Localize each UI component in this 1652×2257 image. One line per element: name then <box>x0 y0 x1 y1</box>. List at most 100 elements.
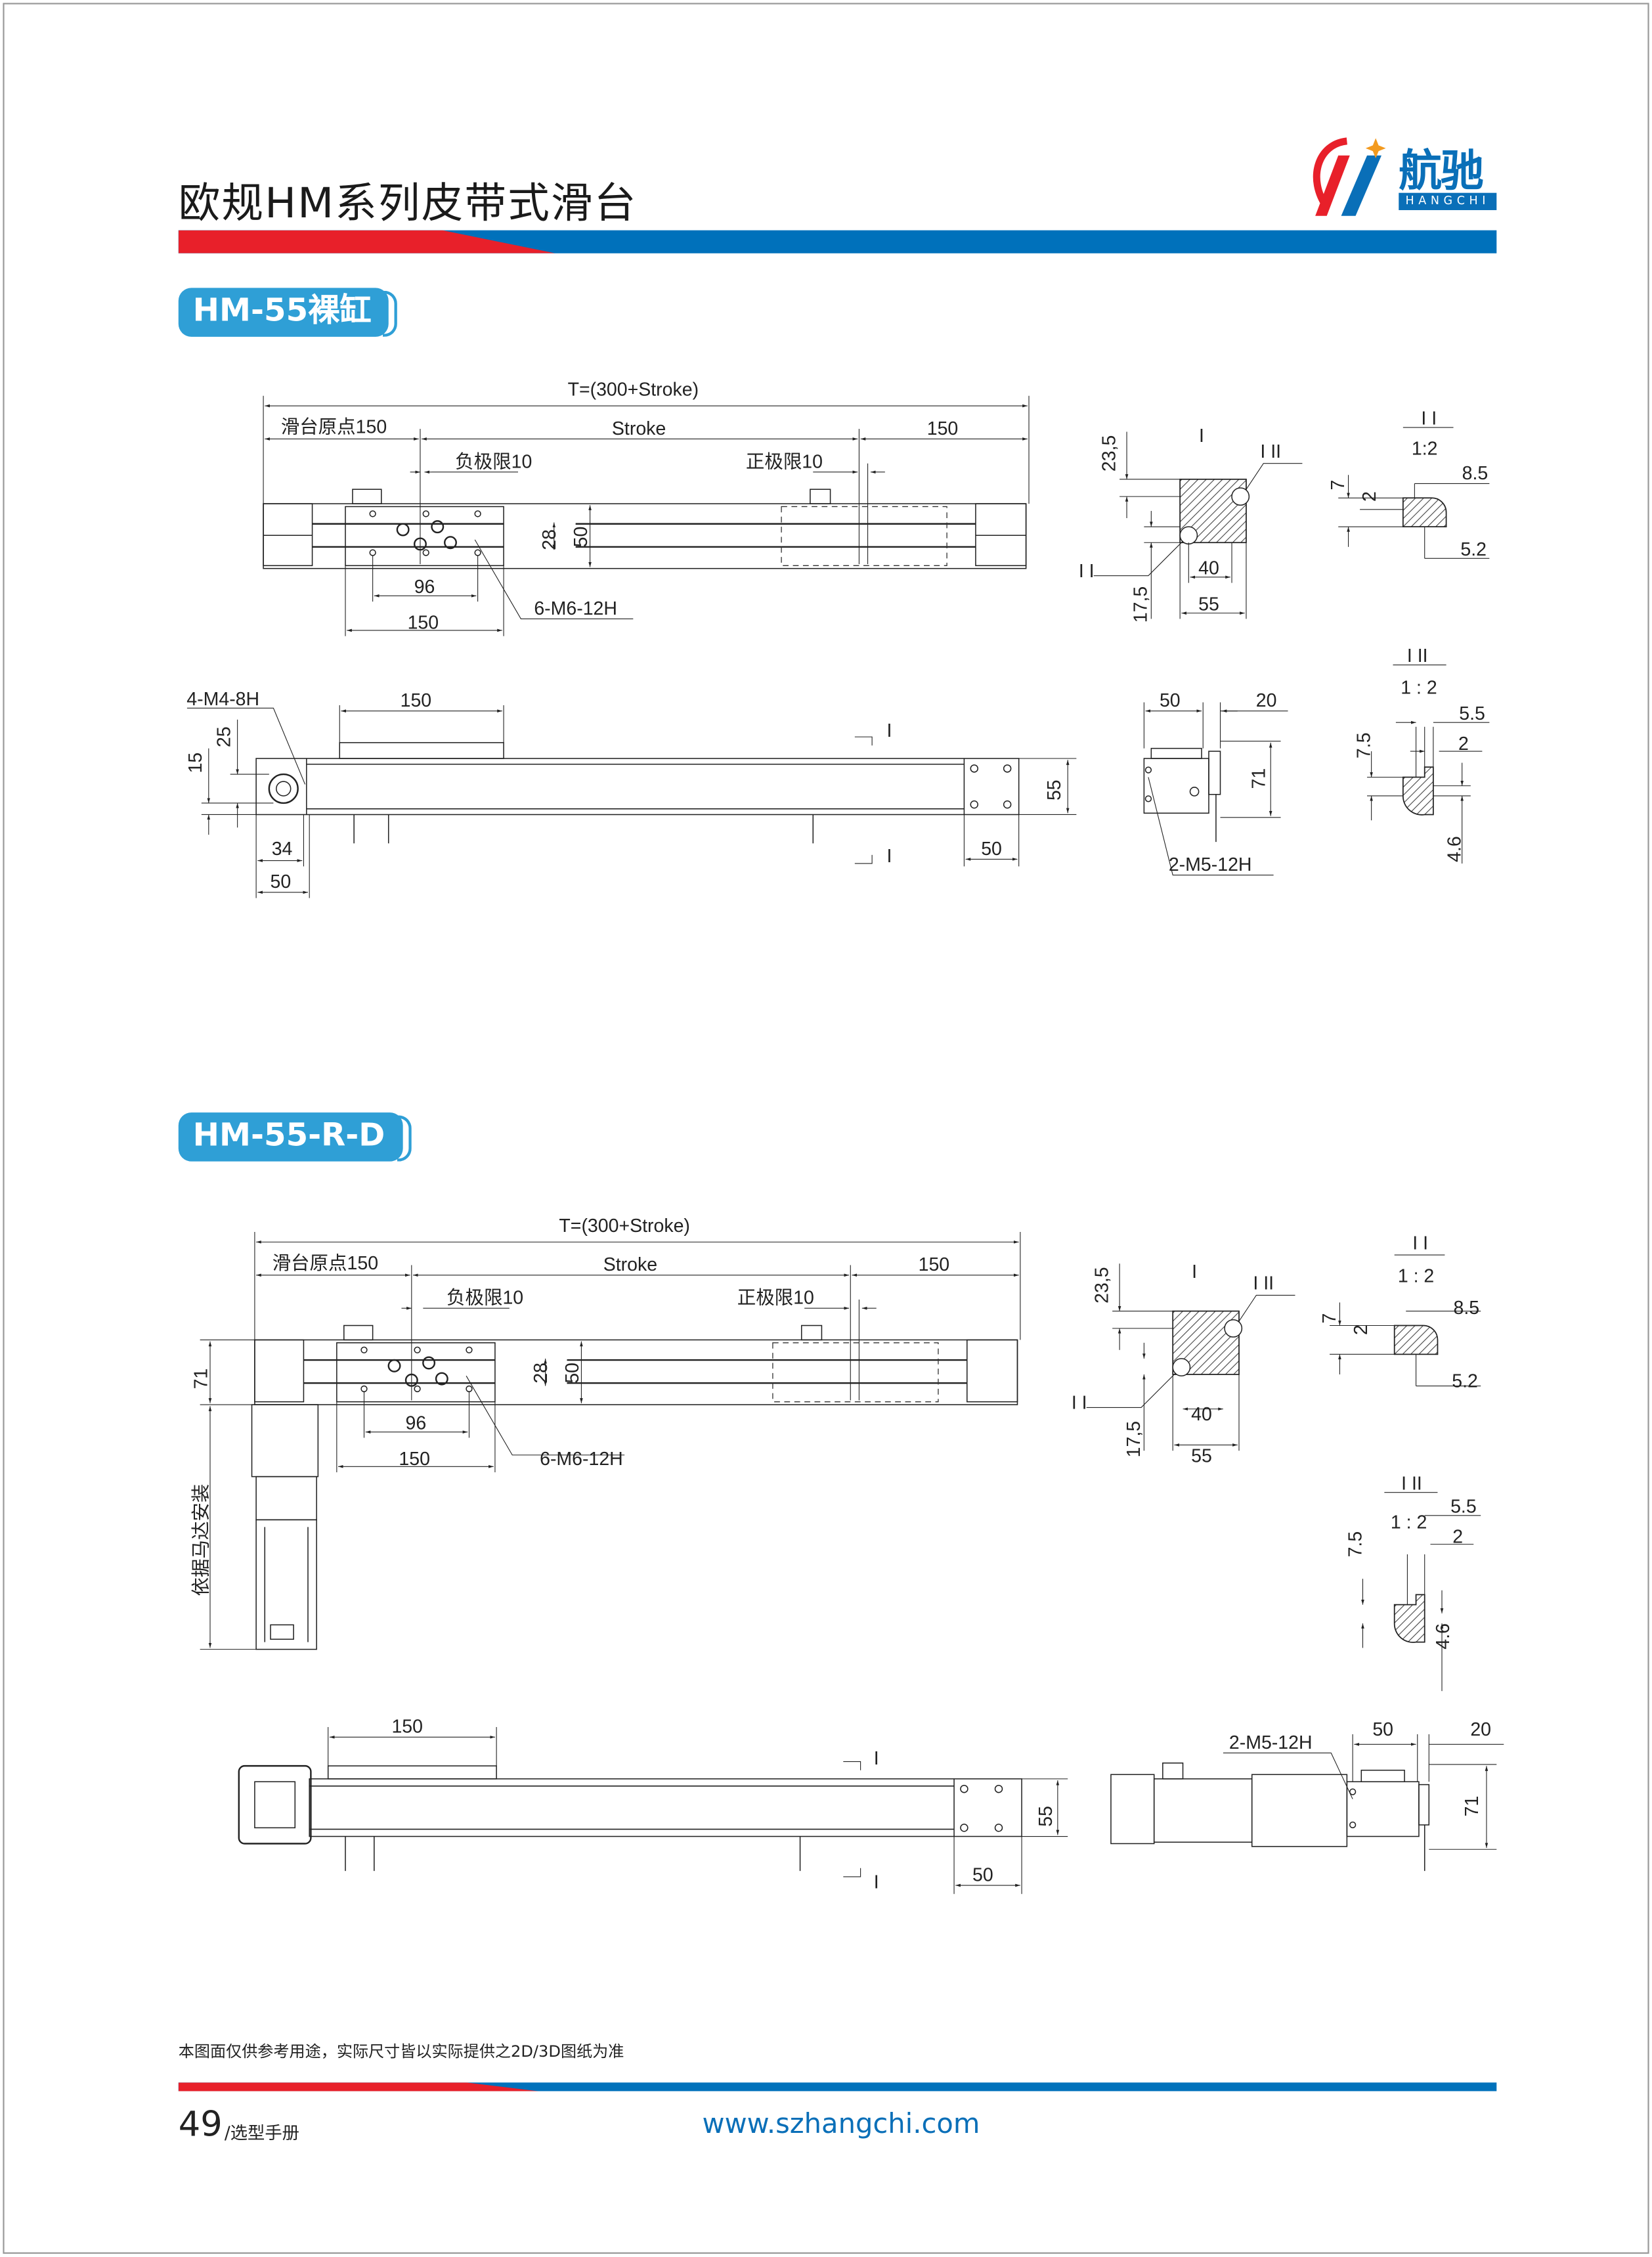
detail-mark-2: I II <box>1253 1273 1274 1294</box>
dim-7-5: 7.5 <box>1353 732 1374 758</box>
dim-holes-m4: 4-M4-8H <box>186 689 259 710</box>
dim-stroke: Stroke <box>603 1254 657 1275</box>
dim-28: 28 <box>531 1363 552 1384</box>
cut-mark-top: I <box>874 1748 879 1769</box>
dim-20: 20 <box>1256 690 1277 711</box>
dim-2: 2 <box>1452 1526 1463 1547</box>
section-view-hm55: 23,5 I I II I I 17,5 40 55 <box>1079 426 1303 623</box>
dim-17-5: 17,5 <box>1123 1421 1144 1457</box>
detail-2-hm55-rd: I II 1 : 2 5.5 7.5 2 4.6 <box>1345 1473 1481 1692</box>
detail-title: I II <box>1401 1473 1422 1494</box>
dim-stroke: Stroke <box>612 418 666 439</box>
website-link[interactable]: www.szhangchi.com <box>702 2108 980 2140</box>
dim-96: 96 <box>414 577 435 598</box>
dim-5-5: 5.5 <box>1450 1496 1477 1517</box>
dim-17-5: 17,5 <box>1131 586 1152 623</box>
dim-neg-limit: 负极限10 <box>446 1288 523 1309</box>
page-number: 49 <box>178 2104 223 2145</box>
dim-71: 71 <box>1248 768 1269 789</box>
dim-5-5: 5.5 <box>1459 703 1485 724</box>
detail-title: I I <box>1412 1233 1428 1254</box>
dim-holes-m5: 2-M5-12H <box>1169 854 1252 875</box>
dim-15: 15 <box>185 753 206 774</box>
footer-band <box>178 2082 1497 2092</box>
header-band <box>178 230 1497 253</box>
dim-end: 150 <box>927 418 959 439</box>
dim-5-2: 5.2 <box>1460 539 1487 560</box>
detail-scale: 1:2 <box>1412 439 1438 460</box>
dim-150: 150 <box>391 1717 423 1738</box>
dim-total-length: T=(300+Stroke) <box>568 380 699 401</box>
section-mark: I <box>1199 426 1204 447</box>
side-view-hm55: 50 20 71 2-M5-12H <box>1143 690 1288 876</box>
dim-25: 25 <box>214 726 235 747</box>
dim-50: 50 <box>1372 1719 1393 1740</box>
dim-pos-limit: 正极限10 <box>737 1288 814 1309</box>
dim-2: 2 <box>1351 1325 1372 1335</box>
logo-text-cn: 航驰 <box>1399 146 1483 198</box>
dim-40: 40 <box>1198 558 1219 579</box>
logo-text-en: HANGCHI <box>1399 192 1497 210</box>
top-view-hm55: T=(300+Stroke) 滑台原点150 Stroke 150 负极限10 … <box>263 380 1030 636</box>
dim-7: 7 <box>1328 480 1349 491</box>
dim-origin: 滑台原点150 <box>281 417 387 438</box>
cut-mark-bottom: I <box>874 1872 879 1893</box>
top-view-hm55-rd: T=(300+Stroke) 滑台原点150 Stroke 150 负极限10 … <box>191 1216 1021 1650</box>
dim-40: 40 <box>1191 1404 1212 1425</box>
dim-5-2: 5.2 <box>1452 1371 1478 1392</box>
dim-origin: 滑台原点150 <box>272 1253 378 1274</box>
dim-71: 71 <box>191 1369 212 1390</box>
detail-mark-2: I II <box>1260 441 1281 462</box>
dim-55: 55 <box>1191 1446 1212 1467</box>
detail-2-hm55: I II 1 : 2 5.5 7.5 2 4.6 <box>1353 646 1490 864</box>
detail-scale: 1 : 2 <box>1391 1512 1427 1533</box>
detail-title: I II <box>1407 646 1428 667</box>
dim-4-6: 4.6 <box>1433 1623 1454 1650</box>
detail-1-hm55: I I 1:2 7 2 8.5 5.2 <box>1328 408 1490 560</box>
dim-55: 55 <box>1044 779 1065 800</box>
disclaimer-note: 本图面仅供参考用途，实际尺寸皆以实际提供之2D/3D图纸为准 <box>178 2042 624 2061</box>
mounting-hole-icons <box>369 510 481 556</box>
detail-mark-1: I I <box>1079 561 1095 582</box>
cut-mark-top: I <box>886 720 892 741</box>
dim-23-5: 23,5 <box>1092 1267 1113 1303</box>
dim-4-6: 4.6 <box>1445 836 1466 862</box>
page-border <box>3 3 1649 2254</box>
dim-34: 34 <box>272 839 293 860</box>
dim-150: 150 <box>408 613 439 634</box>
dim-150: 150 <box>399 1449 430 1470</box>
dim-50: 50 <box>972 1864 993 1885</box>
front-view-hm55: 4-M4-8H 150 25 15 34 50 55 50 I I <box>185 689 1077 898</box>
side-view-hm55-rd: 2-M5-12H 50 20 71 <box>1110 1719 1504 1872</box>
section-badge-hm55-rd: HM-55-R-D <box>178 1112 410 1162</box>
dim-holes-m5: 2-M5-12H <box>1229 1732 1313 1753</box>
logo-mark-icon <box>1313 137 1386 216</box>
detail-1-hm55-rd: I I 1 : 2 7 2 8.5 5.2 <box>1319 1233 1481 1392</box>
dim-2: 2 <box>1458 734 1469 755</box>
section-view-hm55-rd: 23,5 I I II I I 17,5 40 55 <box>1072 1261 1295 1467</box>
dim-holes: 6-M6-12H <box>534 598 617 619</box>
dim-neg-limit: 负极限10 <box>455 451 532 472</box>
dim-28: 28 <box>539 529 560 550</box>
dim-55: 55 <box>1035 1806 1056 1827</box>
dim-7-5: 7.5 <box>1345 1531 1366 1558</box>
dim-8-5: 8.5 <box>1462 463 1489 484</box>
front-view-hm55-rd: 150 55 50 I I <box>238 1717 1068 1895</box>
dim-55: 55 <box>1198 594 1219 615</box>
dim-end: 150 <box>919 1254 950 1275</box>
dim-150: 150 <box>401 690 432 711</box>
manual-label: /选型手册 <box>224 2122 299 2143</box>
brand-logo: 航驰 HANGCHI <box>1304 135 1500 219</box>
detail-mark-1: I I <box>1072 1393 1087 1414</box>
dim-total-length: T=(300+Stroke) <box>559 1216 690 1237</box>
dim-50: 50 <box>271 871 292 892</box>
dim-96: 96 <box>406 1413 427 1434</box>
dim-holes: 6-M6-12H <box>540 1449 623 1470</box>
section-badge-hm55: HM-55裸缸 <box>178 288 398 337</box>
dim-50: 50 <box>1160 690 1181 711</box>
dim-50: 50 <box>562 1363 583 1384</box>
detail-scale: 1 : 2 <box>1398 1266 1434 1287</box>
section-mark: I <box>1192 1261 1197 1282</box>
